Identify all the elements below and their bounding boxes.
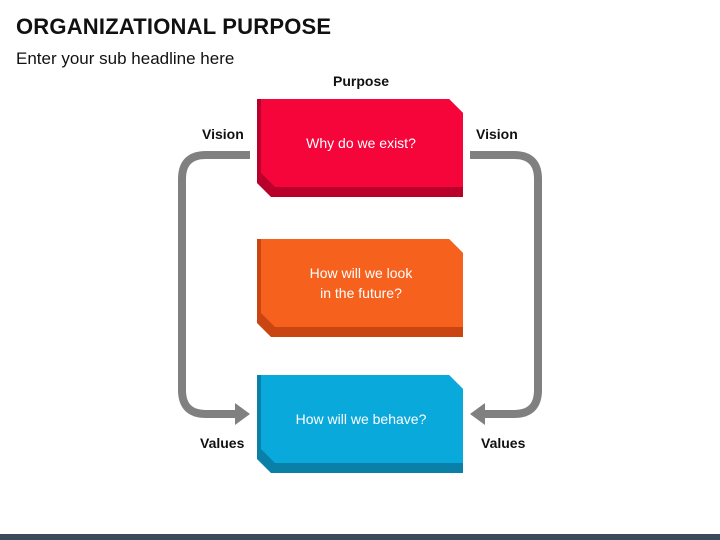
slide-subtitle: Enter your sub headline here	[16, 49, 235, 68]
values-box: How will we behave?	[257, 375, 463, 473]
vision-box-text: How will we look in the future?	[309, 265, 413, 301]
purpose-label: Purpose	[333, 73, 390, 89]
values-label-left: Values	[200, 435, 245, 451]
footer-bar	[0, 534, 720, 540]
left-connector-arrow	[178, 151, 250, 425]
values-label-right: Values	[481, 435, 526, 451]
purpose-box: Why do we exist?	[257, 99, 463, 197]
purpose-box-text: Why do we exist?	[306, 135, 416, 151]
right-connector-arrow	[470, 151, 542, 425]
vision-label-left: Vision	[202, 126, 244, 142]
vision-box: How will we look in the future?	[257, 239, 463, 337]
values-box-text: How will we behave?	[295, 411, 427, 427]
slide-title: ORGANIZATIONAL PURPOSE	[16, 14, 332, 39]
vision-label-right: Vision	[476, 126, 518, 142]
